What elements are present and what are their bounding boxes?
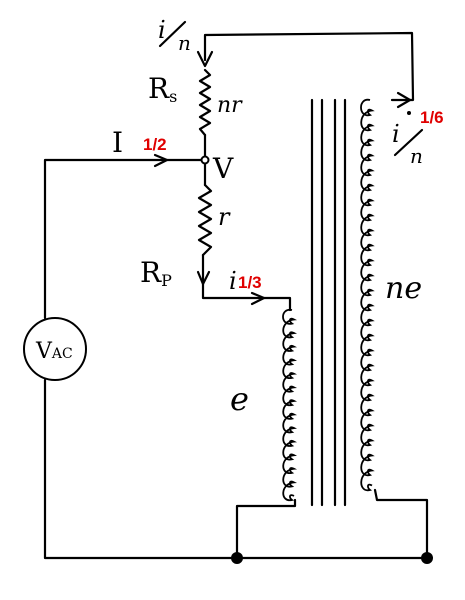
annotation-i-primary: 1/3	[238, 273, 262, 292]
label-e: e	[230, 380, 249, 418]
ac-source	[23, 317, 87, 381]
label-r: r	[218, 203, 231, 231]
arrow-top-in	[196, 50, 214, 68]
label-rp: RP	[140, 256, 172, 290]
label-ne: ne	[385, 271, 422, 306]
secondary-coil	[360, 99, 375, 491]
label-i-right: i	[392, 120, 400, 148]
wire-left-supply	[43, 158, 207, 320]
label-i-top: i	[158, 16, 166, 44]
label-current-right: i n	[392, 120, 424, 168]
arrow-i-main	[153, 153, 169, 168]
wires	[43, 31, 429, 560]
wire-source-bottom	[43, 378, 239, 560]
label-i-main: I	[112, 126, 123, 159]
arrow-primary-current	[250, 291, 266, 306]
annotation-i-main: 1/2	[143, 135, 167, 154]
label-nr: nr	[217, 93, 243, 118]
label-current-top: i n	[158, 16, 191, 55]
transformer-core	[310, 98, 347, 507]
arrow-right-current	[396, 91, 412, 109]
dot-mark	[407, 111, 411, 115]
label-v: V	[212, 152, 234, 185]
wire-primary-bottom	[235, 498, 297, 560]
label-n-right: n	[410, 144, 423, 168]
wire-r-to-primary	[201, 253, 292, 312]
arrow-rp	[196, 270, 211, 286]
annotation-i-right: 1/6	[420, 108, 444, 127]
resistor-rs	[198, 68, 212, 137]
junction-left	[231, 552, 243, 564]
label-i-primary: i	[229, 267, 237, 295]
wire-secondary-bottom	[235, 488, 429, 560]
resistor-r	[197, 183, 213, 257]
wire-top-loop	[203, 31, 415, 102]
primary-coil	[282, 309, 298, 501]
junction-right	[421, 552, 433, 564]
node-v	[200, 155, 210, 165]
label-rs: Rs	[148, 72, 177, 106]
label-n-top: n	[178, 31, 191, 55]
